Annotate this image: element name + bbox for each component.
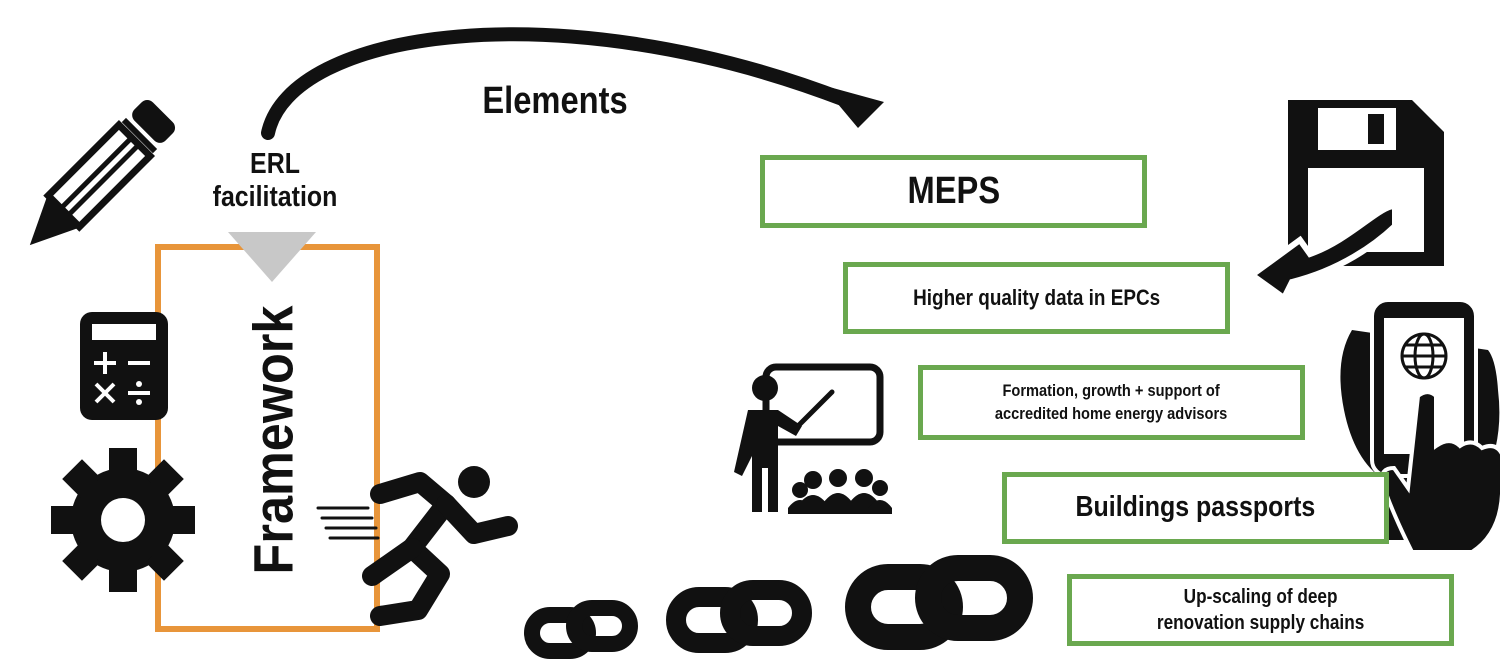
element-box-supply-chains: Up-scaling of deep renovation supply cha… [1067,574,1454,646]
element-label-energy-advisors: Formation, growth + support of accredite… [995,380,1227,424]
element-label-meps: MEPS [907,169,1000,212]
element-label-epc-data: Higher quality data in EPCs [912,284,1161,310]
element-box-epc-data: Higher quality data in EPCs [843,262,1230,334]
element-label-supply-chains: Up-scaling of deep renovation supply cha… [1157,584,1364,636]
element-box-meps: MEPS [760,155,1147,228]
facilitation-line-1: ERL [250,148,300,180]
supply-chains-line-2: renovation supply chains [1156,612,1365,634]
facilitation-line-2: facilitation [212,181,338,214]
facilitation-label: ERL facilitation [211,148,340,215]
supply-chains-line-1: Up-scaling of deep [1183,586,1338,608]
element-label-building-passports: Buildings passports [1075,491,1316,524]
energy-advisors-line-1: Formation, growth + support of [1002,381,1221,401]
element-box-building-passports: Buildings passports [1002,472,1389,544]
element-box-energy-advisors: Formation, growth + support of accredite… [918,365,1305,440]
energy-advisors-line-2: accredited home energy advisors [995,403,1228,423]
elements-label: Elements [482,80,628,122]
